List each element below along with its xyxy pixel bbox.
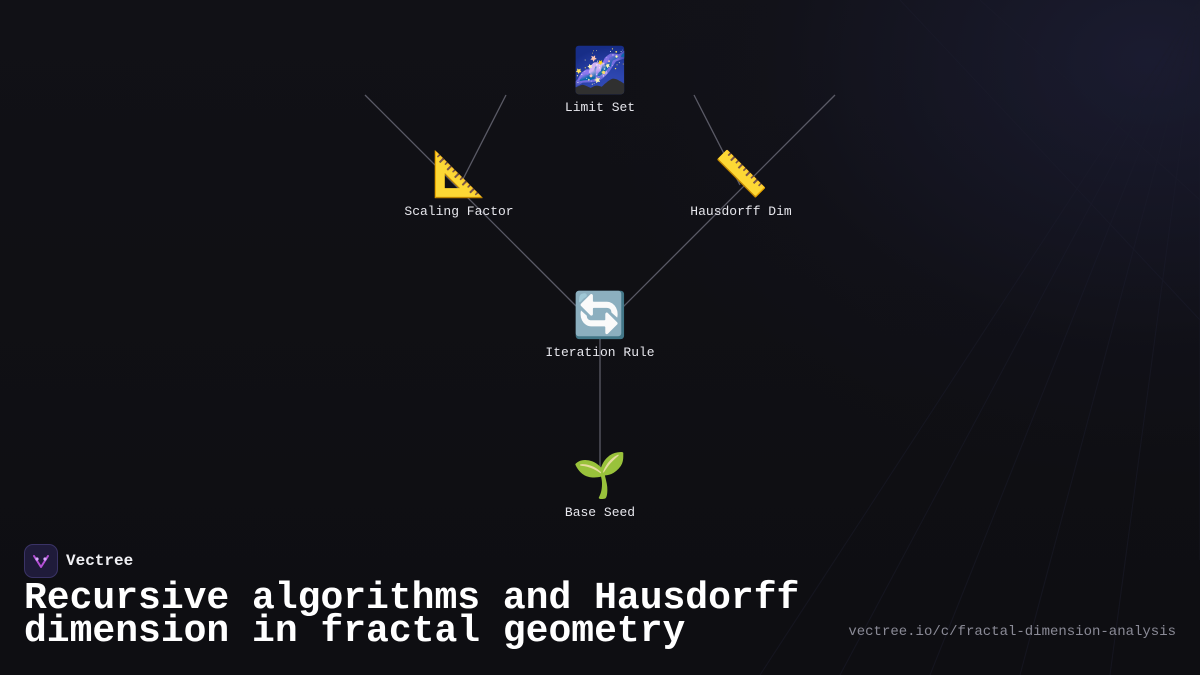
node-label: Limit Set — [564, 100, 636, 115]
node-label: Iteration Rule — [545, 345, 655, 360]
seedling-icon: 🌱 — [572, 450, 628, 501]
node-base-seed[interactable]: 🌱 Base Seed — [564, 450, 636, 521]
node-scaling-factor[interactable]: 📐 Scaling Factor — [404, 149, 514, 220]
brand-name: Vectree — [66, 552, 134, 570]
repeat-arrows-icon: 🔄 — [572, 290, 628, 341]
edge-limit-left — [364, 94, 586, 316]
headline: Recursive algorithms and Hausdorff dimen… — [24, 577, 800, 653]
node-iteration-rule[interactable]: 🔄 Iteration Rule — [545, 290, 655, 361]
triangular-ruler-icon: 📐 — [431, 149, 487, 200]
page-url[interactable]: vectree.io/c/fractal-dimension-analysis — [848, 624, 1176, 640]
edge-limit-hausdorff — [693, 94, 741, 186]
vectree-logo-icon — [24, 544, 58, 578]
node-label: Scaling Factor — [404, 204, 514, 219]
edge-limit-right — [614, 94, 836, 316]
node-label: Base Seed — [564, 505, 636, 520]
galaxy-icon: 🌌 — [572, 45, 628, 96]
node-limit-set[interactable]: 🌌 Limit Set — [564, 45, 636, 116]
edge-limit-scaling — [459, 94, 507, 186]
brand[interactable]: Vectree — [24, 544, 133, 578]
straight-ruler-icon: 📏 — [713, 149, 769, 200]
node-label: Hausdorff Dim — [690, 204, 792, 219]
node-hausdorff-dim[interactable]: 📏 Hausdorff Dim — [690, 149, 792, 220]
